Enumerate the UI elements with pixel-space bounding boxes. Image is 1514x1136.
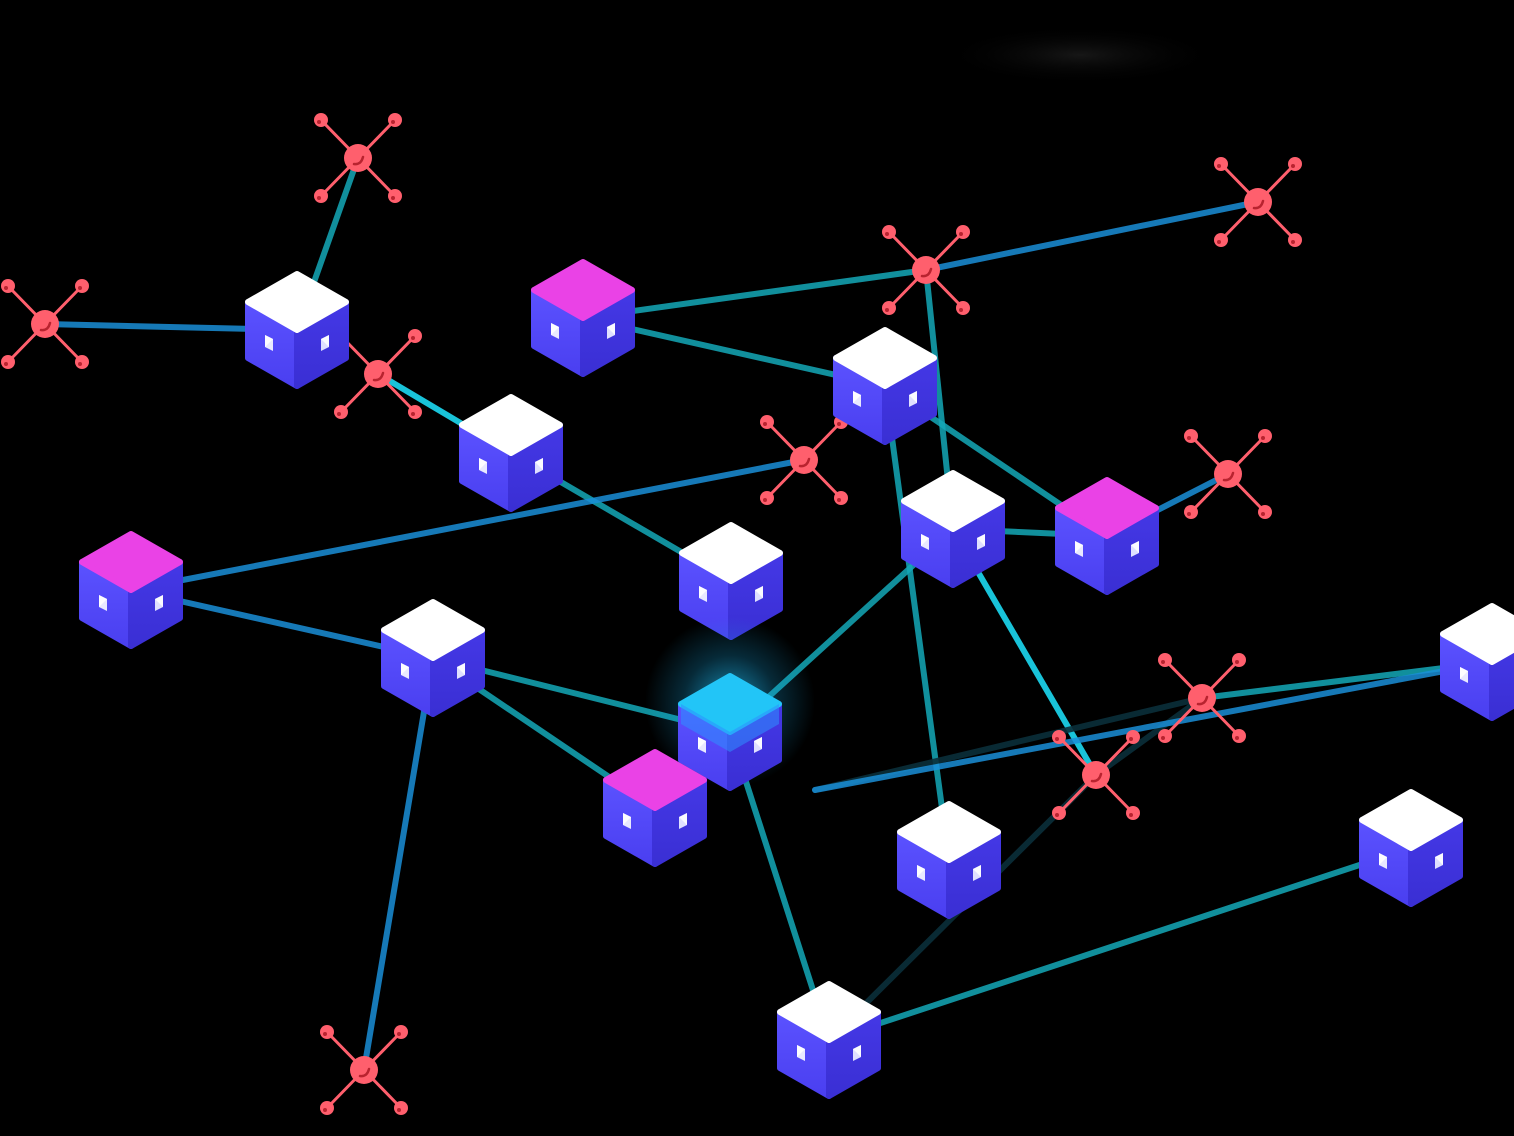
link-c2-h5 bbox=[580, 267, 929, 321]
link-c9-h10 bbox=[361, 655, 436, 1073]
cube-node-c13[interactable] bbox=[777, 981, 881, 1099]
hub-node-h10 bbox=[320, 1025, 408, 1115]
cube-node-c7[interactable] bbox=[901, 470, 1005, 588]
link-h6-c5 bbox=[128, 457, 807, 593]
link-c16-c15 bbox=[812, 659, 1495, 793]
hub-node-h3 bbox=[334, 329, 422, 419]
cube-node-c4[interactable] bbox=[833, 327, 937, 445]
cube-node-c5[interactable] bbox=[79, 531, 183, 649]
cube-node-c1[interactable] bbox=[245, 271, 349, 389]
background-haze bbox=[940, 25, 1220, 85]
cube-node-c8[interactable] bbox=[1055, 477, 1159, 595]
cube-node-c2[interactable] bbox=[531, 259, 635, 377]
cube-node-c15[interactable] bbox=[1440, 603, 1514, 721]
hub-node-h1 bbox=[314, 113, 402, 203]
cubes-layer bbox=[79, 259, 1514, 1099]
hub-node-h6 bbox=[760, 415, 848, 505]
link-h5-h4 bbox=[923, 199, 1261, 273]
hub-node-h5 bbox=[882, 225, 970, 315]
hub-node-h8 bbox=[1158, 653, 1246, 743]
link-h8-c16 bbox=[812, 695, 1205, 793]
link-c4-c12 bbox=[882, 383, 952, 863]
link-h9-h8 bbox=[1093, 695, 1205, 778]
hub-node-h9 bbox=[1052, 730, 1140, 820]
cube-node-c11[interactable] bbox=[603, 749, 707, 867]
hub-node-h4 bbox=[1214, 157, 1302, 247]
cube-node-c10[interactable] bbox=[645, 617, 815, 791]
hub-node-h7 bbox=[1184, 429, 1272, 519]
link-c13-c14 bbox=[826, 845, 1414, 1043]
hubs-layer bbox=[1, 113, 1302, 1115]
cube-node-c3[interactable] bbox=[459, 394, 563, 512]
cube-node-c12[interactable] bbox=[897, 801, 1001, 919]
cube-node-c14[interactable] bbox=[1359, 789, 1463, 907]
cube-node-c9[interactable] bbox=[381, 599, 485, 717]
hub-node-h2 bbox=[1, 279, 89, 369]
